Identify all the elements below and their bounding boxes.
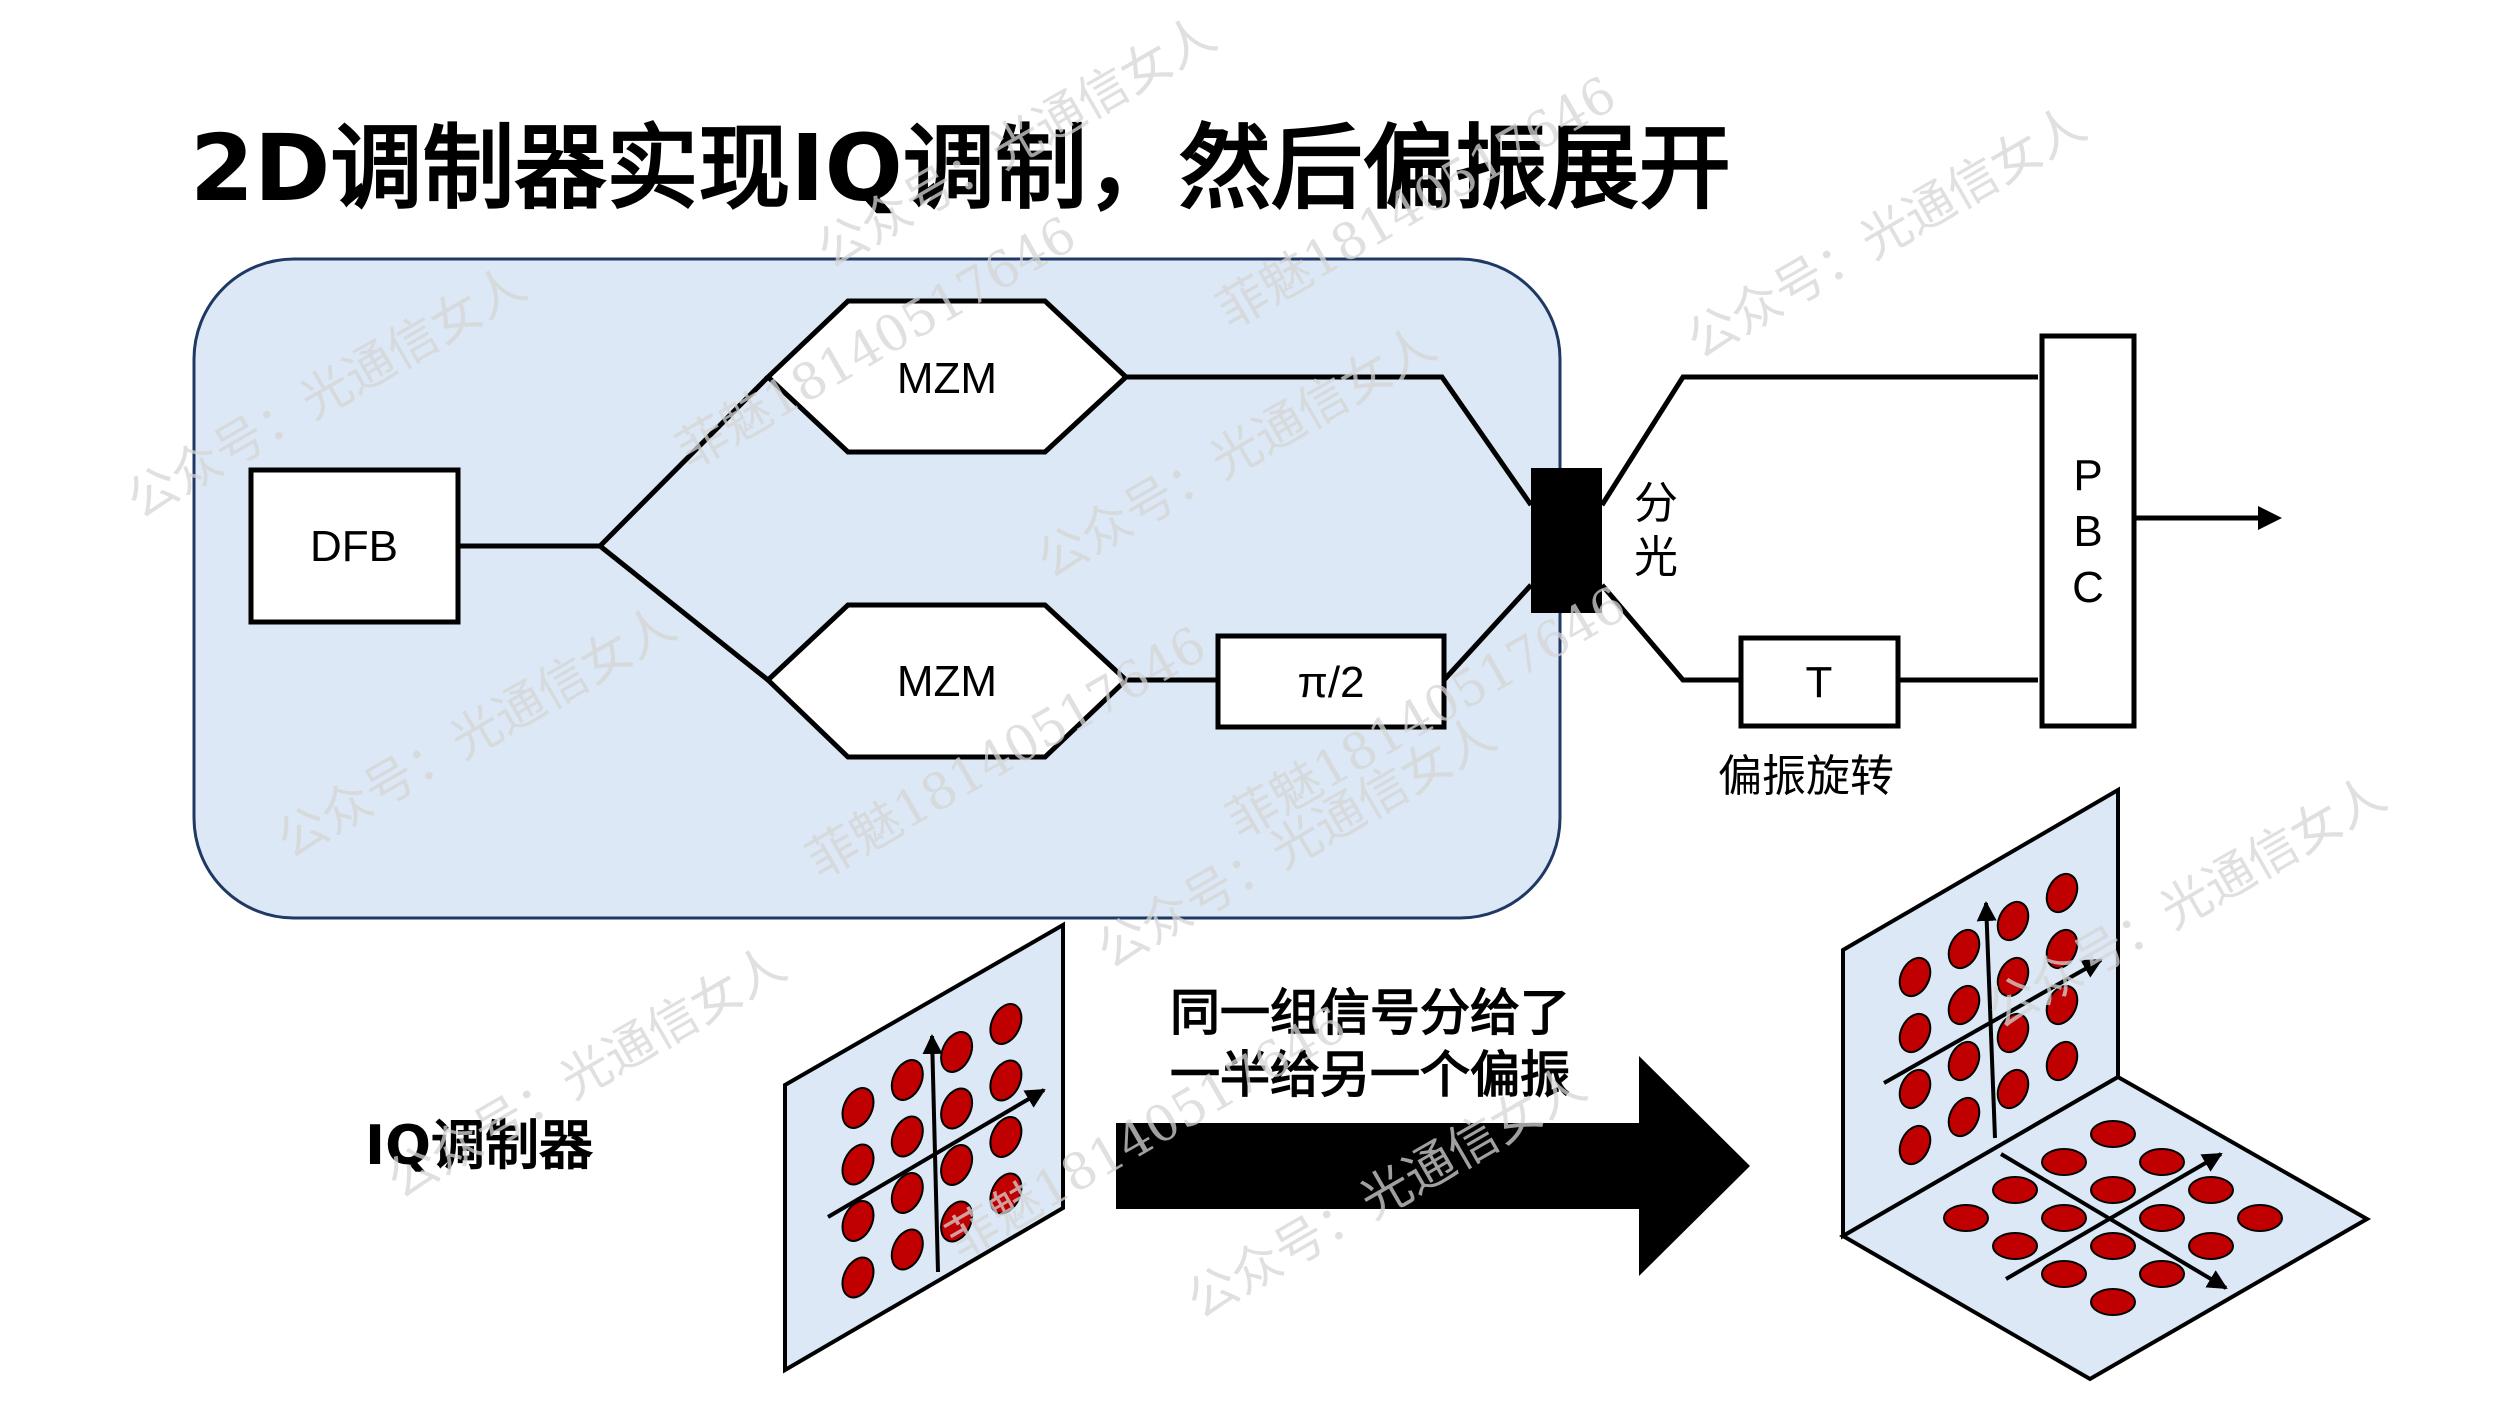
constellation-point bbox=[1996, 1068, 2030, 1110]
constellation-point bbox=[2045, 872, 2079, 914]
i-axis-vertical bbox=[1883, 958, 2103, 1085]
constellation-point bbox=[1898, 1068, 1932, 1110]
phase-shifter-label: π/2 bbox=[1297, 658, 1364, 707]
phase-shifter: π/2 bbox=[1215, 633, 1447, 730]
constellation-point bbox=[2139, 1260, 2185, 1288]
constellation-point bbox=[989, 1003, 1023, 1045]
constellation-point bbox=[890, 1059, 924, 1101]
constellation-point bbox=[1898, 1012, 1932, 1054]
constellation-point bbox=[1898, 956, 1932, 998]
constellation-point bbox=[2090, 1176, 2136, 1204]
constellation-point bbox=[989, 1116, 1023, 1158]
constellation-point bbox=[1992, 1176, 2038, 1204]
note-line-2: 一半给另一个偏振 bbox=[1170, 1046, 1570, 1104]
constellation-point bbox=[2045, 984, 2079, 1026]
constellation-point bbox=[2090, 1232, 2136, 1260]
constellation-point bbox=[940, 1144, 974, 1186]
constellation-point bbox=[890, 1172, 924, 1214]
pbc-combiner: P B C bbox=[2039, 333, 2137, 729]
constellation-point bbox=[2188, 1176, 2234, 1204]
constellation-point bbox=[1898, 1124, 1932, 1166]
dfb-laser-block: DFB bbox=[248, 467, 461, 625]
constellation-plane-horizontal bbox=[1839, 1074, 2372, 1382]
constellation-point bbox=[989, 1059, 1023, 1102]
q-axis-horizontal bbox=[2004, 1152, 2223, 1281]
x-pol-wire bbox=[1599, 374, 2038, 507]
constellation-point bbox=[2041, 1148, 2087, 1176]
iq-modulator-label: IQ调制器 bbox=[365, 1114, 594, 1177]
pbc-box bbox=[2039, 333, 2137, 729]
constellation-plane-left bbox=[783, 921, 1065, 1374]
pbc-letter-p: P bbox=[2073, 451, 2102, 500]
slide-title: 2D调制器实现IQ调制，然后偏振展开 bbox=[190, 115, 1731, 222]
constellation-point bbox=[1996, 1012, 2030, 1054]
constellation-points-vertical bbox=[1898, 872, 2079, 1166]
constellation-point bbox=[890, 1115, 924, 1158]
big-right-arrow-icon bbox=[1116, 1056, 1750, 1276]
constellation-point bbox=[2041, 1204, 2087, 1232]
constellation-point bbox=[1947, 984, 1981, 1026]
output-arrow-icon bbox=[2258, 506, 2282, 530]
constellation-point bbox=[940, 1200, 974, 1243]
mzm-lower-label: MZM bbox=[897, 657, 997, 706]
constellation-point bbox=[1992, 1232, 2038, 1260]
polarization-rotator: T bbox=[1738, 635, 1901, 729]
splitter-label-1: 分 bbox=[1634, 478, 1678, 529]
constellation-point bbox=[841, 1087, 875, 1129]
pbc-letter-b: B bbox=[2073, 507, 2102, 556]
constellation-point bbox=[940, 1031, 974, 1073]
upper-arm-wire bbox=[1126, 374, 1534, 507]
constellation-point bbox=[2045, 928, 2079, 970]
constellation-point bbox=[940, 1087, 974, 1130]
mzm-lower: MZM bbox=[764, 602, 1130, 760]
dfb-label: DFB bbox=[310, 522, 398, 571]
i-axis-left bbox=[826, 1088, 1046, 1219]
constellation-point bbox=[1947, 1096, 1981, 1138]
constellation-point bbox=[1996, 900, 2030, 942]
constellation-point bbox=[2188, 1232, 2234, 1260]
splitter-label-2: 光 bbox=[1634, 532, 1678, 583]
constellation-point bbox=[2237, 1204, 2283, 1232]
i-axis-horizontal bbox=[1999, 1152, 2228, 1290]
constellation-points-left bbox=[841, 1003, 1023, 1299]
y-pol-wire-1 bbox=[1600, 583, 1740, 683]
rotator-label: T bbox=[1806, 658, 1833, 707]
constellation-points-horizontal bbox=[1943, 1120, 2283, 1316]
phase-shifter-box bbox=[1215, 633, 1447, 730]
constellation-point bbox=[2139, 1148, 2185, 1176]
dfb-box bbox=[248, 467, 461, 625]
rotator-caption: 偏振旋转 bbox=[1718, 751, 1894, 802]
constellation-point bbox=[989, 1172, 1023, 1215]
pbc-letter-c: C bbox=[2072, 563, 2104, 612]
split-wire-lower bbox=[598, 544, 770, 682]
constellation-point bbox=[2139, 1204, 2185, 1232]
mzm-upper-label: MZM bbox=[897, 354, 997, 403]
constellation-point bbox=[2090, 1288, 2136, 1316]
note-line-1: 同一组信号分给了 bbox=[1170, 984, 1570, 1042]
split-wire-upper bbox=[598, 375, 770, 548]
splitter-block bbox=[1531, 468, 1602, 613]
iq-constellation-single bbox=[783, 921, 1065, 1374]
constellation-point bbox=[1996, 956, 2030, 998]
dual-pol-constellation bbox=[1839, 786, 2372, 1382]
constellation-point bbox=[890, 1228, 924, 1271]
constellation-point bbox=[2090, 1120, 2136, 1148]
constellation-point bbox=[841, 1200, 875, 1242]
constellation-point bbox=[1947, 928, 1981, 970]
constellation-point bbox=[1943, 1204, 1989, 1232]
lower-arm-wire-2 bbox=[1442, 583, 1533, 682]
constellation-point bbox=[841, 1256, 875, 1299]
constellation-point bbox=[2045, 1040, 2079, 1082]
watermark-text: 公众号：光通信女人 bbox=[1677, 95, 2096, 370]
constellation-point bbox=[2041, 1260, 2087, 1288]
constellation-point bbox=[1947, 1040, 1981, 1082]
constellation-point bbox=[841, 1143, 875, 1186]
